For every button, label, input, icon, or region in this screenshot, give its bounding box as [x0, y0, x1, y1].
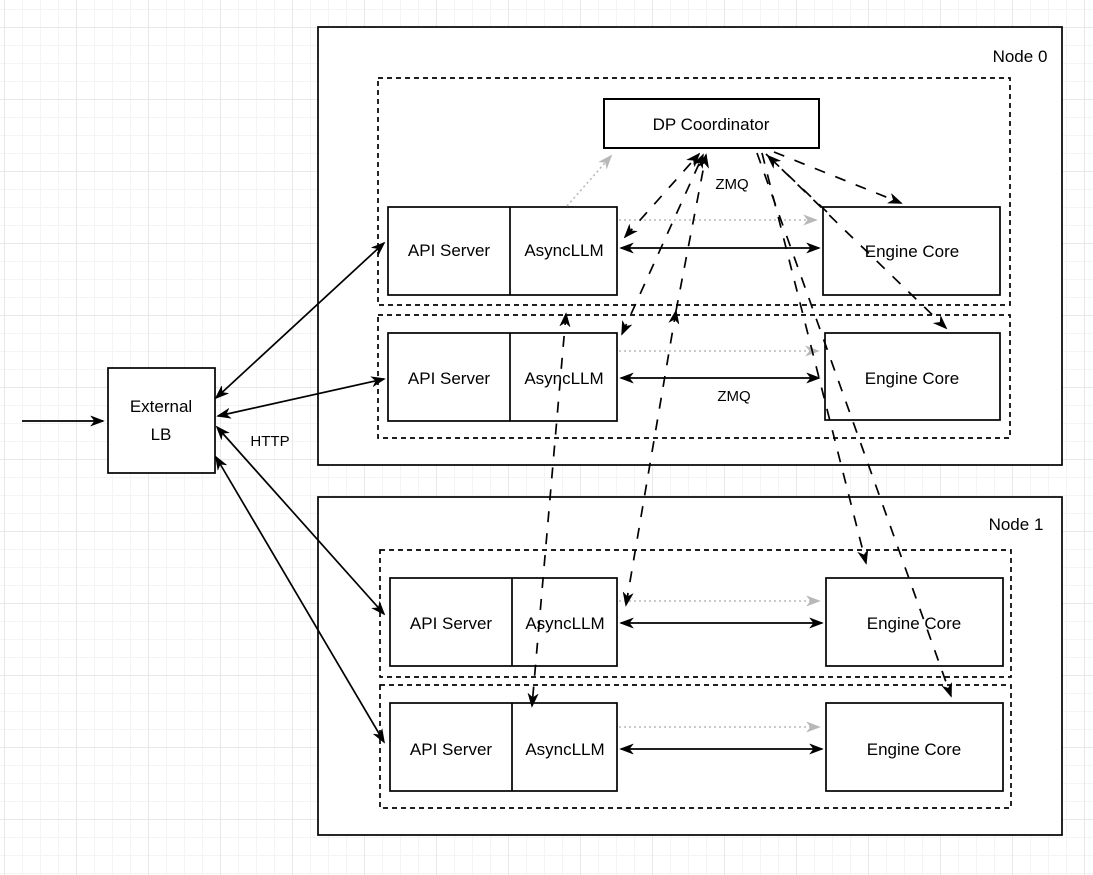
api-server-label-n0r2: API Server [408, 369, 491, 388]
coordinator-engine-dashed-arrow-n0r1 [773, 151, 901, 204]
node0-row2-boxes [387, 332, 1001, 422]
api-asyncllm-box [389, 702, 618, 792]
zmq-label-row2: ZMQ [717, 388, 750, 405]
external-lb-label-line2: LB [151, 425, 172, 444]
node1-label: Node 1 [989, 515, 1044, 534]
coordinator-engine-dashed-arrow-n1r2 [756, 152, 951, 696]
engine-core-label-n1r1: Engine Core [867, 614, 962, 633]
api-server-label-n0r1: API Server [408, 241, 491, 260]
api-asyncllm-box [387, 206, 618, 296]
node0-label: Node 0 [993, 47, 1048, 66]
asyncllm-label-n0r1: AsyncLLM [524, 241, 603, 260]
lb-api-arrow-n0r1 [216, 243, 384, 398]
engine-core-box [822, 206, 1001, 296]
dp-coordinator-label: DP Coordinator [653, 115, 770, 134]
engine-core-box [824, 332, 1001, 421]
external-lb-box [107, 367, 216, 474]
http-label: HTTP [250, 433, 289, 450]
node1-row2-boxes [389, 702, 1004, 792]
async-coordinator-dotted-arrow [566, 156, 611, 207]
engine-core-label-n1r2: Engine Core [867, 740, 962, 759]
dp-coordinator-box [603, 98, 820, 149]
zmq-label-coordinator: ZMQ [715, 176, 748, 193]
api-asyncllm-box [387, 332, 618, 422]
lb-api-arrow-n0r2 [218, 379, 384, 416]
api-server-label-n1r2: API Server [410, 740, 493, 759]
engine-core-label-n0r2: Engine Core [865, 369, 960, 388]
api-server-label-n1r1: API Server [410, 614, 493, 633]
dotted-arrows [566, 156, 819, 727]
coordinator-engine-dashed-arrow-n1r1 [761, 152, 866, 563]
asyncllm-label-n0r2: AsyncLLM [524, 369, 603, 388]
external-lb-label-line1: External [130, 397, 192, 416]
api-asyncllm-box [389, 577, 618, 667]
asyncllm-label-n1r1: AsyncLLM [525, 614, 604, 633]
dashed-arrows [532, 151, 951, 706]
node1-row1-boxes [389, 577, 1004, 667]
engine-core-box [825, 702, 1004, 792]
engine-coordinator-dashed-arrow-n0r1 [768, 156, 828, 213]
coordinator-async-dashed-arrow-n1r1-upper [675, 155, 706, 312]
coordinator-engine-dashed-arrow-n0r2 [765, 153, 946, 328]
lb-api-arrow-n1r2 [216, 457, 384, 742]
coordinator-async-dashed-arrow-n1r1-lower [626, 311, 676, 605]
node0-row1-boxes [387, 206, 1001, 296]
engine-core-label-n0r1: Engine Core [865, 242, 960, 261]
asyncllm-label-n1r2: AsyncLLM [525, 740, 604, 759]
coordinator-async-dashed-arrow-n0r2 [622, 155, 703, 334]
